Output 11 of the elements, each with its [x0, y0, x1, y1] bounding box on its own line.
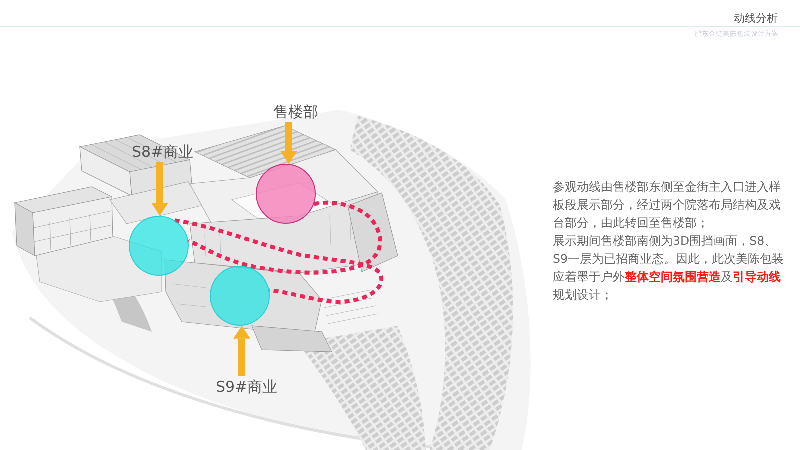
paragraph: 展示期间售楼部南侧为3D围挡画面，S8、S9一层为已招商业态。因此，此次美陈包装应着墨于户外整体空间氛围营造及引导动线规划设计；	[553, 233, 785, 304]
arrow	[152, 162, 168, 216]
arrow	[280, 122, 298, 164]
area-label: S8#商业	[132, 144, 194, 160]
arrow	[234, 326, 250, 376]
paragraph: 参观动线由售楼部东侧至金街主入口进入样板段展示部分，经过两个院落布局结构及戏台部分，由此转回至售楼部；	[553, 179, 782, 232]
area-label: 售楼部	[274, 104, 318, 120]
page-title: 动线分析	[734, 12, 778, 25]
footprint-route	[174, 218, 384, 304]
footprint-route	[188, 200, 382, 275]
area-label: S9#商业	[216, 378, 278, 396]
